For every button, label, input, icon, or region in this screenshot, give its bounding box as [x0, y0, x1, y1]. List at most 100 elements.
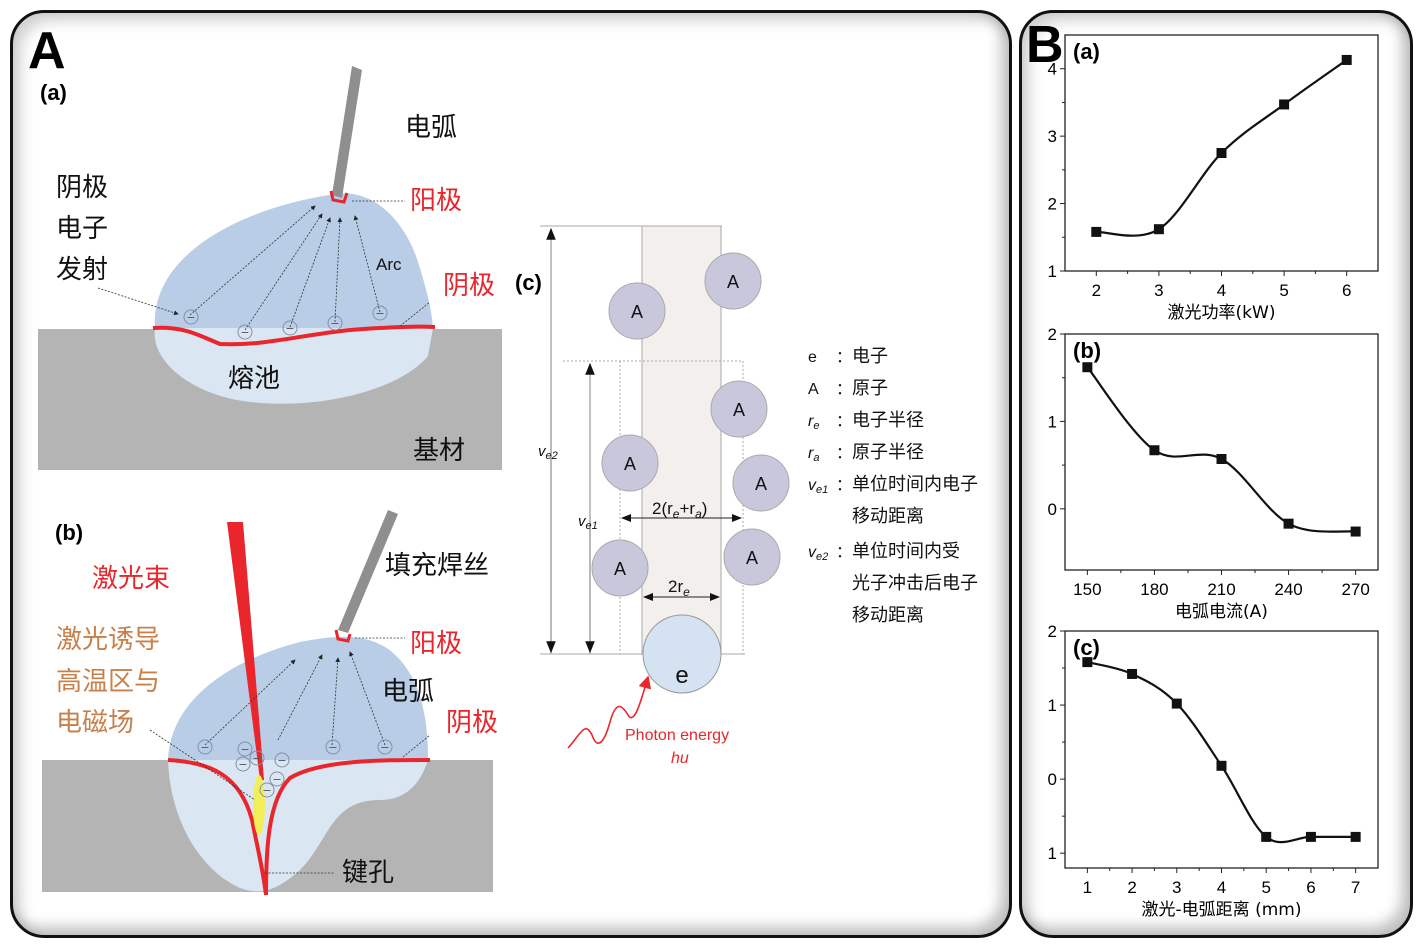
weld-pool-a — [154, 328, 433, 404]
anode-spot-b — [334, 629, 352, 643]
x-tick-label: 2 — [1127, 878, 1136, 897]
atom-circle: A — [601, 434, 659, 492]
legend-item: ra：原子半径 — [808, 442, 924, 464]
svg-text:−: − — [186, 311, 195, 324]
svg-text:移动距离: 移动距离 — [852, 605, 924, 626]
legend-item: re：电子半径 — [808, 410, 924, 432]
y-tick-label: 0 — [1048, 500, 1057, 519]
chart-tag: (a) — [1073, 39, 1100, 64]
atom-circle: A — [608, 282, 666, 340]
data-point — [1350, 526, 1361, 537]
anode-label-a: 阳极 — [410, 186, 462, 216]
x-tick-label: 150 — [1073, 580, 1101, 599]
photon-wave — [567, 675, 652, 749]
x-tick-label: 240 — [1274, 580, 1302, 599]
arc-en-label: Arc — [376, 255, 402, 274]
y-tick-label: 1 — [1048, 696, 1057, 715]
electrons-b: −−−−−−−−− — [197, 739, 393, 798]
dim-inner-label: 2re — [668, 577, 690, 599]
y-tick-label: 4 — [1048, 60, 1057, 79]
svg-text:：: ： — [836, 379, 852, 398]
x-tick-label: 180 — [1140, 580, 1168, 599]
photon-symbol: hu — [671, 750, 689, 767]
svg-text:−: − — [285, 322, 294, 335]
electron-icon: − — [183, 309, 199, 325]
laser-zone-label-1: 激光诱导 — [56, 625, 160, 655]
svg-text:e: e — [808, 349, 817, 366]
data-point — [1216, 760, 1227, 771]
electron-circle — [642, 614, 722, 694]
y-tick-label: 1 — [1048, 412, 1057, 431]
x-tick-label: 6 — [1306, 878, 1315, 897]
svg-text:A: A — [733, 400, 745, 420]
data-point — [1082, 362, 1093, 373]
y-tick-label: 2 — [1048, 325, 1057, 344]
data-point — [1261, 831, 1272, 842]
sub-c-tag: (c) — [515, 270, 542, 295]
data-point — [1153, 224, 1164, 235]
sub-b-tag: (b) — [55, 520, 83, 545]
cathode-line-a — [152, 324, 436, 347]
x-axis-label: 电弧电流(A) — [1175, 602, 1268, 622]
data-point — [1216, 453, 1227, 464]
sub-a-tag: (a) — [40, 80, 67, 105]
svg-text:：: ： — [836, 347, 852, 366]
cathode-label-b: 阴极 — [446, 708, 498, 738]
svg-text:：: ： — [836, 411, 852, 430]
atom-circle: A — [732, 454, 790, 512]
anode-label-b: 阳极 — [410, 629, 462, 659]
x-tick-label: 5 — [1261, 878, 1270, 897]
x-tick-label: 6 — [1342, 281, 1351, 300]
data-point — [1082, 657, 1093, 668]
x-tick-label: 3 — [1172, 878, 1181, 897]
atom-circle: A — [723, 528, 781, 586]
electrode-a — [332, 66, 362, 198]
svg-text:移动距离: 移动距离 — [852, 506, 924, 527]
keyhole-wall-left — [167, 758, 268, 896]
x-tick-label: 5 — [1279, 281, 1288, 300]
svg-text:电子半径: 电子半径 — [852, 410, 924, 431]
pool-label: 熔池 — [228, 364, 280, 394]
anode-spot-a — [329, 190, 349, 204]
electron-icon: − — [327, 315, 343, 331]
keyhole-wall-right — [264, 758, 431, 896]
cathode-label-a: 阴极 — [443, 271, 495, 301]
svg-text:−: − — [200, 741, 209, 754]
svg-text:ra: ra — [808, 445, 819, 464]
x-tick-label: 1 — [1083, 878, 1092, 897]
svg-text:−: − — [272, 773, 281, 786]
electron-icon: − — [237, 324, 253, 340]
svg-text:−: − — [238, 758, 247, 771]
svg-text:A: A — [808, 381, 819, 398]
laser-hot-zone — [253, 775, 265, 835]
svg-text:−: − — [240, 326, 249, 339]
svg-text:ve1: ve1 — [808, 477, 828, 496]
data-point — [1279, 99, 1290, 110]
x-tick-label: 4 — [1217, 878, 1226, 897]
photon-label: Photon energy — [625, 727, 729, 744]
ve1-label: ve1 — [578, 513, 598, 532]
laser-beam — [227, 522, 264, 780]
base-label: 基材 — [413, 436, 465, 466]
filler-label: 填充焊丝 — [385, 551, 489, 581]
arc-plasma-b — [168, 636, 428, 760]
svg-text:−: − — [328, 741, 337, 754]
electron-icon: − — [237, 741, 253, 757]
svg-text:A: A — [614, 559, 626, 579]
laser-zone-label-2: 高温区与 — [56, 667, 160, 697]
electron-icon: − — [274, 752, 290, 768]
svg-text:−: − — [277, 754, 286, 767]
data-point — [1171, 698, 1182, 709]
svg-text:A: A — [746, 548, 758, 568]
x-tick-label: 210 — [1207, 580, 1235, 599]
data-point — [1350, 831, 1361, 842]
svg-text:光子冲击后电子: 光子冲击后电子 — [852, 573, 978, 594]
legend-item: e ：电子 — [808, 346, 888, 367]
atom-circle: A — [591, 539, 649, 597]
dim-outer-label: 2(re+ra) — [652, 499, 707, 521]
svg-text:电子: 电子 — [852, 346, 888, 367]
